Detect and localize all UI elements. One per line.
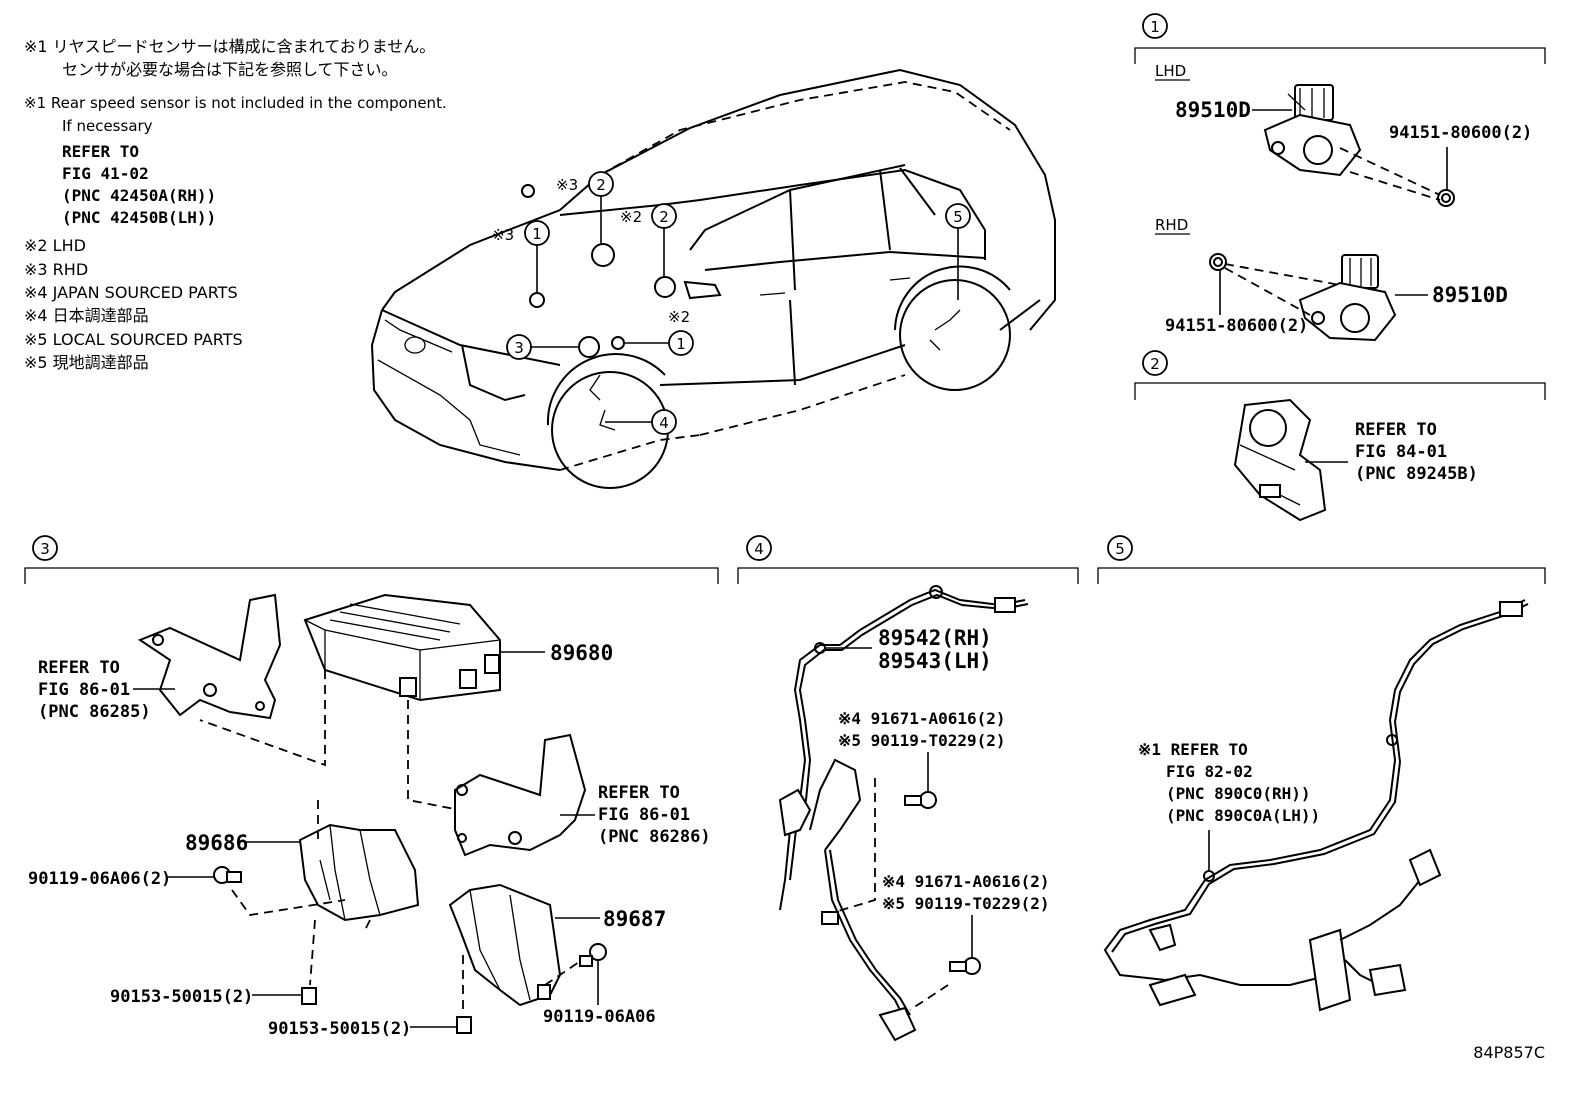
refer-2-line2: FIG 84-01 xyxy=(1355,442,1447,462)
callout-1[interactable]: 1 xyxy=(668,330,694,356)
section-3-num: 3 xyxy=(40,540,50,558)
callout-mark: ※2 xyxy=(668,308,690,326)
ecu-89680-drawing xyxy=(303,593,501,702)
label-rhd: RHD xyxy=(1155,216,1188,234)
note-refer-1: REFER TO xyxy=(62,142,139,161)
bracket-86286-drawing xyxy=(454,733,587,857)
refer-5-line1: ※1 REFER TO xyxy=(1138,740,1248,759)
section-2: 2 REFER TO FIG 84-01 (PNC 89245B) xyxy=(1134,350,1546,522)
notes-block: ※1 リヤスピードセンサーは構成に含まれておりません。 センサが必要な場合は下記… xyxy=(24,37,447,372)
bolt-90119-06a06: 90119-06A06 xyxy=(543,1007,656,1027)
bracket-89686-drawing xyxy=(298,823,420,922)
note-en-line2: If necessary xyxy=(62,117,153,135)
marker-1 xyxy=(611,336,625,350)
callout-num: 5 xyxy=(953,208,963,226)
callout-num: 4 xyxy=(659,414,669,432)
bolt-90119-t0229-top: ※5 90119-T0229(2) xyxy=(838,731,1006,750)
callout-5[interactable]: 5 xyxy=(945,203,971,229)
bolt-94151-lhd: 94151-80600(2) xyxy=(1389,123,1532,143)
callout-3[interactable]: 3 xyxy=(506,334,532,360)
section-5: 5 ※1 REFER TO FIG 82-02 (PNC 890C0(RH)) … xyxy=(1097,535,1546,1012)
callout-num: 2 xyxy=(596,176,606,194)
refer-3-right-line3: (PNC 86286) xyxy=(598,827,711,847)
front-speed-sensor-drawing xyxy=(778,585,1029,1042)
bracket-86285-drawing xyxy=(137,593,282,720)
callout-num: 1 xyxy=(676,335,686,353)
bolt-90153-50015-a: 90153-50015(2) xyxy=(110,987,253,1007)
steering-sensor-drawing xyxy=(1233,398,1327,522)
callout-mark: ※3 xyxy=(556,176,578,194)
section-5-num: 5 xyxy=(1115,540,1125,558)
marker-2-lhd xyxy=(654,276,676,298)
note-refer-2: FIG 41-02 xyxy=(62,164,149,183)
note-en-line1: ※1 Rear speed sensor is not included in … xyxy=(24,94,447,112)
sensor-89542-rh: 89542(RH) xyxy=(878,626,992,650)
callout-1-rhd[interactable]: ※3 1 xyxy=(492,220,550,246)
callout-num: 1 xyxy=(532,225,542,243)
refer-3-left-line3: (PNC 86285) xyxy=(38,702,151,722)
callout-2-rhd[interactable]: ※3 2 xyxy=(556,171,614,197)
note-jp-line1: ※1 リヤスピードセンサーは構成に含まれておりません。 xyxy=(24,37,435,56)
yaw-sensor-rhd-drawing xyxy=(1298,254,1397,342)
marker-3 xyxy=(578,336,600,358)
part-89510d-rhd: 89510D xyxy=(1432,283,1508,307)
vehicle-illustration: ※3 1 ※3 2 ※2 2 3 1 ※2 4 xyxy=(370,68,1056,489)
part-89687: 89687 xyxy=(603,907,666,931)
bolt-91671-top: ※4 91671-A0616(2) xyxy=(838,709,1006,728)
callout-lhd-mark: ※2 xyxy=(668,308,690,326)
legend-japan-sourced: ※4 JAPAN SOURCED PARTS xyxy=(24,283,238,302)
part-89686: 89686 xyxy=(185,831,248,855)
bolt-94151-rhd: 94151-80600(2) xyxy=(1165,316,1308,336)
part-89510d-lhd: 89510D xyxy=(1175,98,1251,122)
part-89680: 89680 xyxy=(550,641,613,665)
callout-num: 2 xyxy=(659,208,669,226)
section-4-num: 4 xyxy=(754,540,764,558)
yaw-sensor-lhd-drawing xyxy=(1263,84,1362,177)
legend-local-sourced-jp: ※5 現地調達部品 xyxy=(24,353,149,372)
section-4: 4 89542(RH) 89543(LH) ※4 91671-A0616(2) … xyxy=(737,535,1079,1042)
section-1-num: 1 xyxy=(1150,18,1160,36)
sensor-89543-lh: 89543(LH) xyxy=(878,649,992,673)
note-refer-4: (PNC 42450B(LH)) xyxy=(62,208,216,227)
label-lhd: LHD xyxy=(1155,62,1186,80)
refer-5-line2: FIG 82-02 xyxy=(1166,762,1253,781)
figure-code: 84P857C xyxy=(1473,1043,1545,1062)
legend-local-sourced: ※5 LOCAL SOURCED PARTS xyxy=(24,330,243,349)
refer-2-line3: (PNC 89245B) xyxy=(1355,464,1478,484)
legend-rhd: ※3 RHD xyxy=(24,260,88,279)
bolt-90119-06a06-2: 90119-06A06(2) xyxy=(28,869,171,889)
bolt-91671-bottom: ※4 91671-A0616(2) xyxy=(882,872,1050,891)
bolt-90153-50015-b: 90153-50015(2) xyxy=(268,1019,411,1039)
section-3: 3 REFER TO FIG 86-01 (PNC 86285) 89680 xyxy=(24,535,719,1039)
callout-num: 3 xyxy=(514,339,524,357)
marker-1-rhd xyxy=(529,292,545,308)
refer-3-left-line1: REFER TO xyxy=(38,658,120,678)
section-1: 1 LHD 89510D 94151-80600(2) RHD xyxy=(1134,13,1546,342)
callout-4[interactable]: 4 xyxy=(651,409,677,435)
callout-mark: ※2 xyxy=(620,208,642,226)
refer-3-right-line2: FIG 86-01 xyxy=(598,805,690,825)
refer-3-left-line2: FIG 86-01 xyxy=(38,680,130,700)
note-jp-line2: センサが必要な場合は下記を参照して下さい。 xyxy=(62,60,398,79)
callout-2-lhd[interactable]: ※2 2 xyxy=(620,203,677,229)
marker-2-rhd xyxy=(591,243,615,267)
note-refer-3: (PNC 42450A(RH)) xyxy=(62,186,216,205)
callout-mark: ※3 xyxy=(492,226,514,244)
bolt-90119-t0229-bottom: ※5 90119-T0229(2) xyxy=(882,894,1050,913)
bracket-89687-drawing xyxy=(448,883,562,1007)
refer-5-line4: (PNC 890C0A(LH)) xyxy=(1166,806,1320,825)
section-2-num: 2 xyxy=(1150,355,1160,373)
rear-harness-drawing xyxy=(1103,599,1529,1012)
legend-japan-sourced-jp: ※4 日本調達部品 xyxy=(24,306,149,325)
legend-lhd: ※2 LHD xyxy=(24,236,86,255)
refer-5-line3: (PNC 890C0(RH)) xyxy=(1166,784,1311,803)
refer-2-line1: REFER TO xyxy=(1355,420,1437,440)
refer-3-right-line1: REFER TO xyxy=(598,783,680,803)
